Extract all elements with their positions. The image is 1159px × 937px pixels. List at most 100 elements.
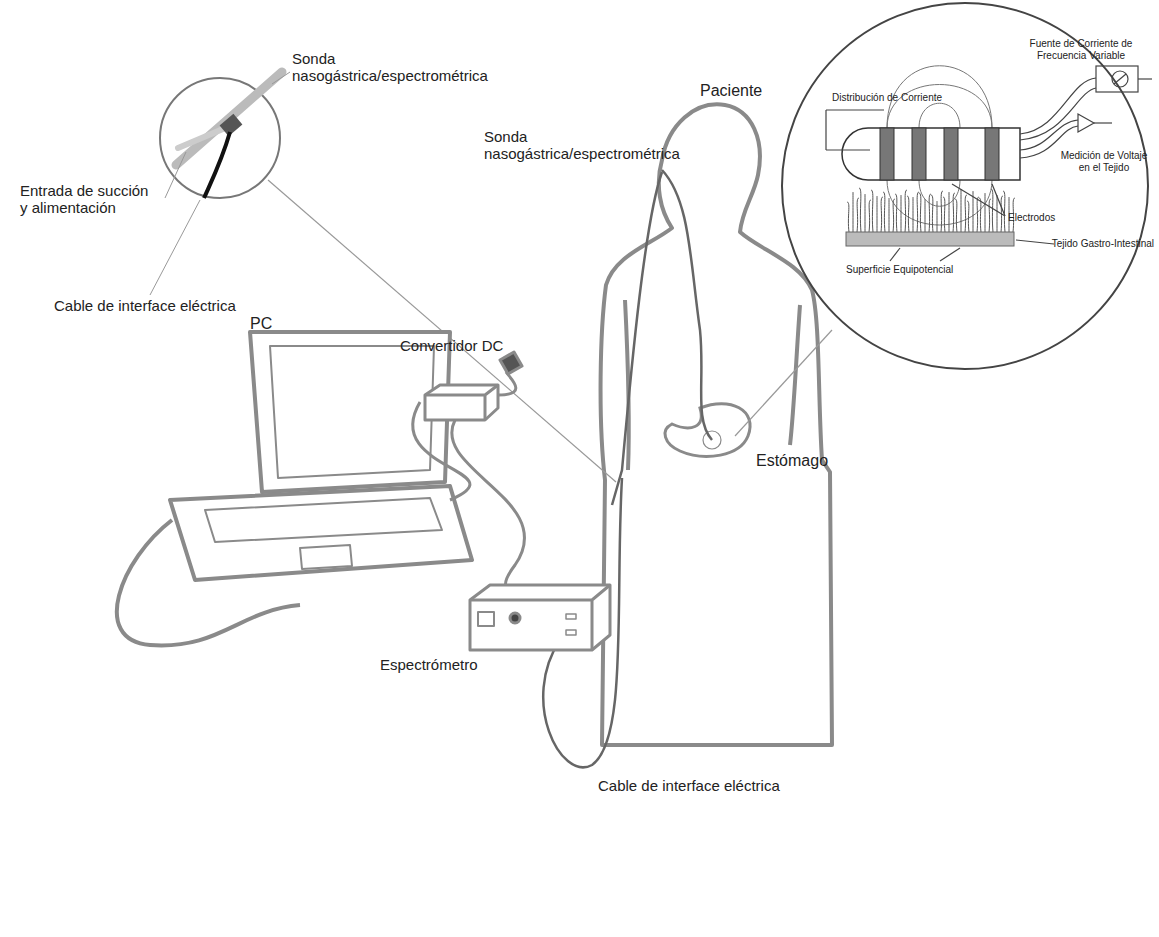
patient-label: Paciente (700, 82, 762, 100)
drawing-stroke (665, 404, 750, 457)
drawing-stroke (944, 128, 958, 180)
converter-label: Convertidor DC (400, 337, 503, 354)
drawing-stroke (170, 486, 472, 580)
drawing-stroke (478, 612, 494, 626)
drawing-stroke (847, 202, 849, 232)
small-detail-circle (150, 72, 290, 295)
drawing-stroke (176, 72, 282, 165)
laptop (117, 332, 472, 645)
drawing-stroke (991, 189, 993, 232)
stomach (665, 404, 750, 457)
drawing-stroke (165, 152, 186, 198)
drawing-stroke (883, 192, 885, 232)
drawing-stroke (887, 180, 992, 225)
drawing-stroke (880, 128, 894, 180)
drawing-stroke (1016, 240, 1054, 244)
drawing-stroke (961, 189, 962, 232)
drawing-stroke (919, 193, 921, 232)
surface-label: Superficie Equipotencial (846, 264, 953, 276)
drawing-stroke (895, 194, 897, 232)
pc-label: PC (250, 315, 272, 333)
tissue-label: Tejido Gastro-Intestinal (1052, 238, 1154, 250)
drawing-stroke (566, 614, 576, 619)
drawing-stroke (1112, 71, 1128, 87)
drawing-stroke (907, 196, 909, 232)
drawing-stroke (1114, 74, 1126, 84)
drawing-stroke (425, 385, 498, 420)
drawing-stroke (949, 192, 950, 232)
drawing-stroke (967, 201, 969, 232)
drawing-stroke (985, 193, 986, 232)
drawing-stroke (893, 199, 895, 232)
spectrometer-label: Espectrómetro (380, 656, 478, 673)
spectrometer (470, 585, 610, 650)
drawing-stroke (270, 346, 434, 478)
large-detail-circle (782, 3, 1152, 369)
drawing-stroke (940, 248, 960, 261)
drawing-stroke (498, 372, 516, 395)
drawing-stroke (857, 198, 859, 232)
drawing-stroke (871, 190, 873, 232)
drawing-stroke (825, 110, 826, 150)
drawing-stroke (985, 128, 999, 180)
drawing-stroke (425, 385, 498, 420)
drawing-stroke (1094, 122, 1112, 123)
drawing-stroke (953, 193, 955, 232)
dc-converter (413, 352, 525, 590)
current-label: Distribución de Corriente (832, 92, 942, 104)
drawing-stroke (887, 85, 992, 129)
drawing-stroke (250, 332, 450, 492)
drawing-stroke (943, 197, 945, 232)
voltage-label: Medición de Voltaje en el Tejido (1054, 150, 1154, 173)
drawing-stroke (979, 198, 981, 232)
drawing-stroke (204, 132, 230, 198)
drawing-stroke (178, 126, 230, 148)
drawing-stroke (1078, 114, 1094, 132)
drawing-stroke (989, 199, 991, 232)
drawing-stroke (877, 196, 878, 232)
probe-label: Sonda nasogástrica/espectrométrica (484, 128, 709, 163)
drawing-stroke (913, 197, 914, 232)
drawing-stroke (925, 199, 926, 232)
stomach-label: Estómago (756, 452, 828, 470)
drawing-stroke (977, 197, 979, 232)
tissue-villi (847, 188, 1015, 232)
drawing-stroke (1138, 78, 1152, 79)
drawing-stroke (566, 630, 576, 635)
drawing-stroke (205, 498, 442, 542)
drawing-stroke (452, 420, 525, 590)
drawing-stroke (965, 195, 967, 232)
drawing-stroke (470, 585, 610, 650)
drawing-stroke (846, 232, 1014, 246)
drawing-stroke (500, 352, 522, 374)
drawing-stroke (160, 78, 280, 198)
probe-label: Sonda nasogástrica/espectrométrica (292, 50, 517, 85)
drawing-stroke (952, 184, 1005, 216)
electrode-label: Electrodos (1008, 212, 1055, 224)
drawing-stroke (955, 199, 957, 232)
drawing-stroke (905, 190, 907, 232)
drawing-stroke (869, 200, 871, 232)
drawing-stroke (1020, 78, 1096, 134)
cable-label: Cable de interface eléctrica (598, 777, 780, 794)
drawing-stroke (1096, 66, 1138, 92)
drawing-stroke (782, 3, 1148, 369)
drawing-stroke (859, 188, 861, 232)
drawing-stroke (931, 195, 933, 232)
drawing-stroke (865, 194, 866, 232)
drawing-stroke (912, 128, 926, 180)
drawing-stroke (735, 330, 832, 436)
drawing-stroke (300, 545, 352, 569)
drawing-stroke (842, 128, 1020, 180)
drawing-stroke (1020, 88, 1096, 140)
drawing-stroke (881, 197, 883, 232)
drawing-stroke (889, 198, 890, 232)
drawing-stroke (919, 103, 960, 128)
drawing-stroke (997, 195, 998, 232)
inlet-label: Entrada de succión y alimentación (20, 182, 160, 217)
drawing-stroke (826, 109, 884, 110)
probe-tube (543, 170, 712, 767)
drawing-stroke (937, 201, 938, 232)
